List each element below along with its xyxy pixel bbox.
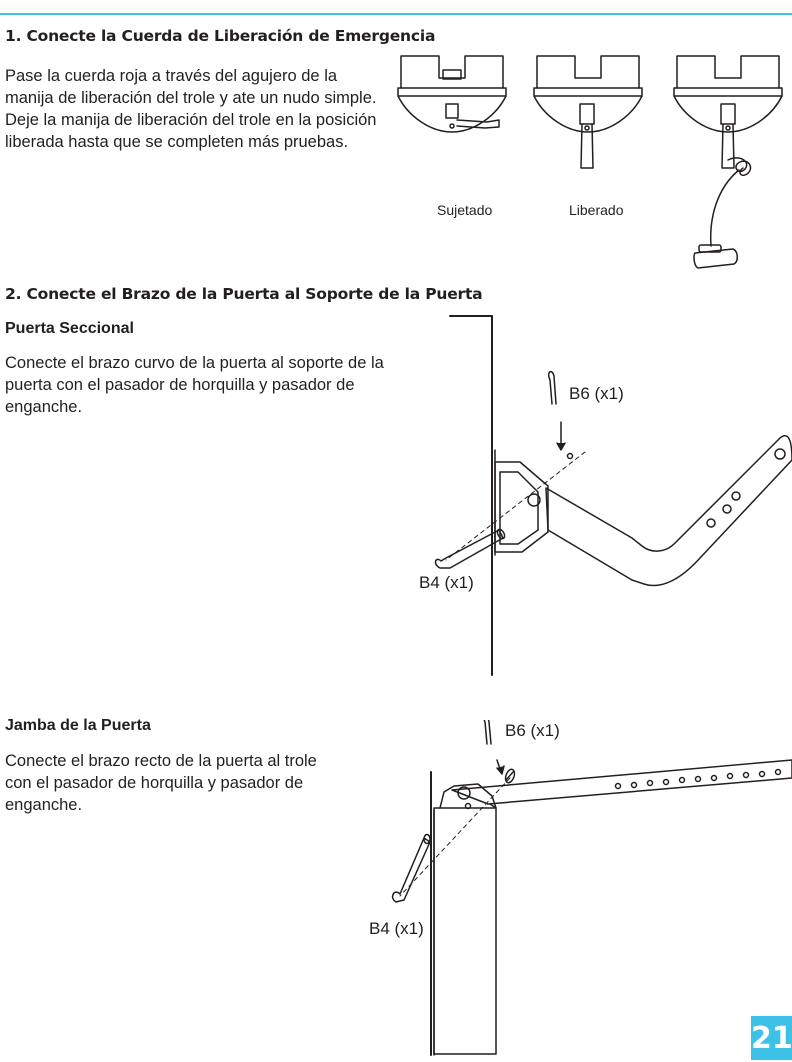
caption-engaged: Sujetado xyxy=(437,202,493,218)
sectional-door-title: Puerta Seccional xyxy=(5,320,134,337)
door-jamb-arm-illustration xyxy=(391,720,792,1056)
door-jamb xyxy=(433,807,497,1055)
door-jamb-title: Jamba de la Puerta xyxy=(5,717,151,734)
sectional-door-body: Conecte el brazo curvo de la puerta al s… xyxy=(5,354,384,416)
page-number: 21 xyxy=(751,1016,792,1060)
hitch-pin-icon-2 xyxy=(483,720,492,745)
top-rule xyxy=(0,13,792,15)
door-bracket xyxy=(494,461,549,553)
trolley-release-illustration xyxy=(397,55,783,269)
step2-heading: 2. Conecte el Brazo de la Puerta al Sopo… xyxy=(5,285,483,303)
trolley-with-cord xyxy=(673,55,783,269)
clevis-pin-icon xyxy=(434,529,504,569)
jamb-bracket xyxy=(439,783,497,809)
jamb-label-b6: B6 (x1) xyxy=(505,721,560,740)
sectional-label-b4: B4 (x1) xyxy=(419,573,474,592)
step1-heading: 1. Conecte la Cuerda de Liberación de Em… xyxy=(5,27,436,45)
trolley-released xyxy=(533,55,643,169)
step1-body: Pase la cuerda roja a través del agujero… xyxy=(5,67,377,151)
door-jamb-body: Conecte el brazo recto de la puerta al t… xyxy=(5,752,317,814)
sectional-door-arm-illustration xyxy=(434,315,792,676)
clevis-pin-icon-2 xyxy=(391,837,431,903)
jamb-label-b4: B4 (x1) xyxy=(369,919,424,938)
trolley-engaged xyxy=(397,55,507,133)
curved-door-arm xyxy=(545,435,792,587)
straight-door-arm xyxy=(451,759,792,805)
caption-released: Liberado xyxy=(569,202,624,218)
hitch-pin-icon xyxy=(547,370,557,405)
sectional-label-b6: B6 (x1) xyxy=(569,384,624,403)
door-edge xyxy=(449,315,493,676)
